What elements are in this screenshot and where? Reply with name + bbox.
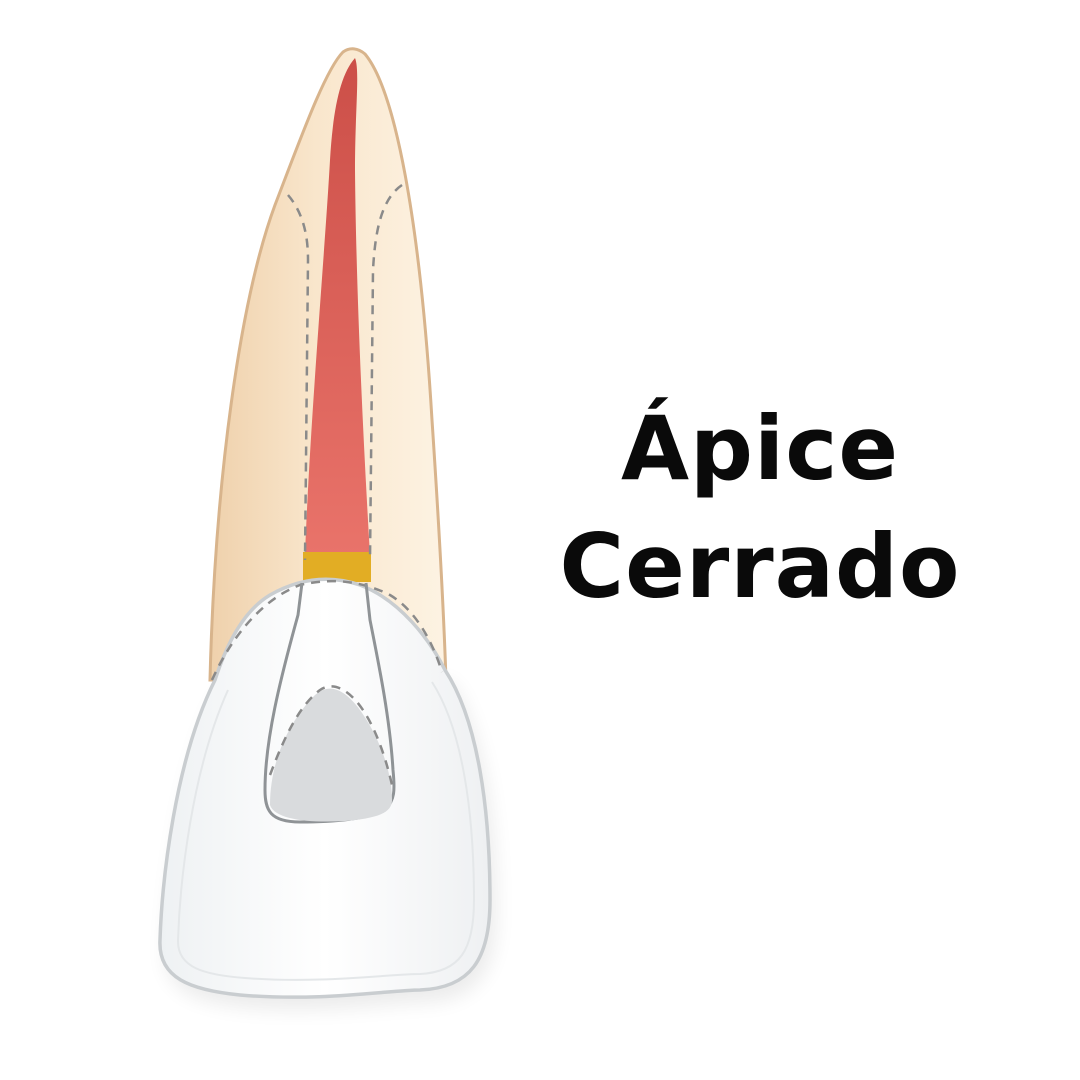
inner-chamber-dashed [268,685,394,786]
crown-inner-edge [176,681,476,981]
dashed-cej-line [210,579,444,681]
title-line-2: Cerrado [559,515,961,618]
dashed-canal-left [287,194,310,561]
pulp-canal [305,58,370,555]
apical-plug [303,552,371,582]
diagram-title: Ápice Cerrado [540,390,980,626]
inner-chamber [270,688,392,822]
title-line-1: Ápice [620,397,900,500]
